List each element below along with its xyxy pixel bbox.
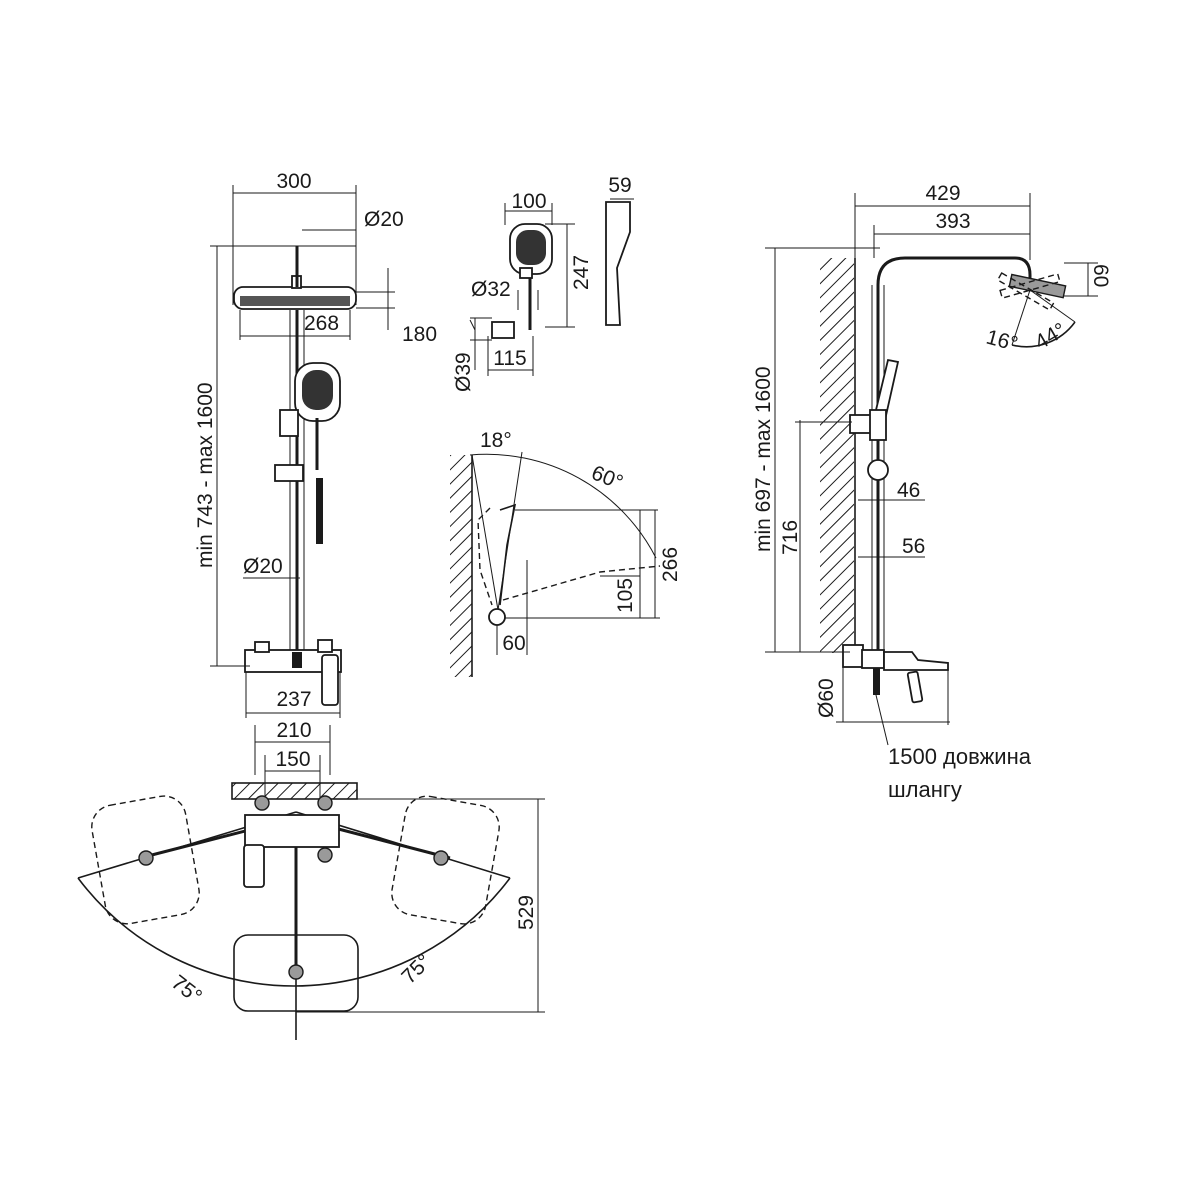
- hand-shower-detail: 100 247 Ø32 Ø39 115 59: [452, 174, 634, 392]
- head-position-right: [391, 795, 500, 925]
- side-shower-head: [996, 272, 1067, 311]
- slide-knob: [867, 459, 889, 481]
- label-mixer-width: 237: [276, 688, 311, 711]
- side-wall-hatch: [820, 258, 854, 653]
- overhead-arm: [876, 256, 1032, 650]
- head-position-center: [233, 934, 359, 1012]
- top-mixer: [244, 814, 340, 848]
- label-top-depth: 529: [515, 895, 538, 930]
- label-head-inner-width: 268: [304, 312, 339, 335]
- label-tilt-offset: 60: [502, 632, 525, 655]
- wall-hatch: [450, 455, 472, 677]
- holder-tilt-detail: 18° 60° 266 105 60: [450, 429, 682, 677]
- label-angle-left: 75°: [167, 971, 206, 1009]
- label-head-offset: 180: [402, 323, 437, 346]
- label-overall-reach: 429: [925, 182, 960, 205]
- label-hose-note-1: 1500 довжина: [888, 744, 1032, 769]
- label-mount-width: 210: [276, 719, 311, 742]
- label-hose-note-2: шлангу: [888, 777, 962, 802]
- label-front-height-range: min 743 - max 1600: [194, 382, 217, 568]
- label-arm-reach: 393: [935, 210, 970, 233]
- label-head-depth: 60: [1089, 264, 1112, 287]
- shower-hose: [316, 478, 323, 544]
- swing-arc: [77, 877, 511, 987]
- label-hand-width: 100: [511, 190, 546, 213]
- front-view: 300 Ø20 268 180 min 743 - max 1600 Ø20 2…: [194, 170, 437, 800]
- label-hand-length: 247: [570, 255, 593, 290]
- label-holder-diameter: Ø39: [452, 352, 475, 392]
- head-position-left: [91, 795, 200, 925]
- label-angle-right: 75°: [397, 950, 436, 989]
- label-head-width: 300: [276, 170, 311, 193]
- side-mixer: [842, 644, 949, 704]
- label-pipe-diameter-top: Ø20: [364, 208, 404, 231]
- label-tilt-up: 44°: [1031, 319, 1070, 355]
- label-side-height-range: min 697 - max 1600: [752, 366, 775, 552]
- label-holder-width: 115: [493, 347, 526, 370]
- label-angle-large: 60°: [588, 461, 626, 494]
- label-pipe-offset-1: 46: [897, 479, 920, 502]
- side-view: 429 393 60 16° 44° min 697 - max 1600 71…: [752, 182, 1112, 802]
- label-center-distance: 150: [275, 748, 310, 771]
- label-angle-small: 18°: [480, 429, 512, 452]
- mixer-body: [244, 639, 342, 706]
- label-height-max: 266: [659, 547, 682, 582]
- label-pipe-diameter: Ø20: [243, 555, 283, 578]
- label-profile-depth: 59: [608, 174, 631, 197]
- label-handle-diameter: Ø32: [471, 278, 511, 301]
- label-height-min: 105: [614, 578, 637, 613]
- label-tilt-down: 16°: [984, 326, 1021, 356]
- label-holder-height: 716: [779, 520, 802, 555]
- top-view: 529 75° 75°: [77, 782, 545, 1040]
- label-escutcheon-diameter: Ø60: [815, 678, 838, 718]
- top-wall-bar: [231, 782, 358, 800]
- label-pipe-offset-2: 56: [902, 535, 925, 558]
